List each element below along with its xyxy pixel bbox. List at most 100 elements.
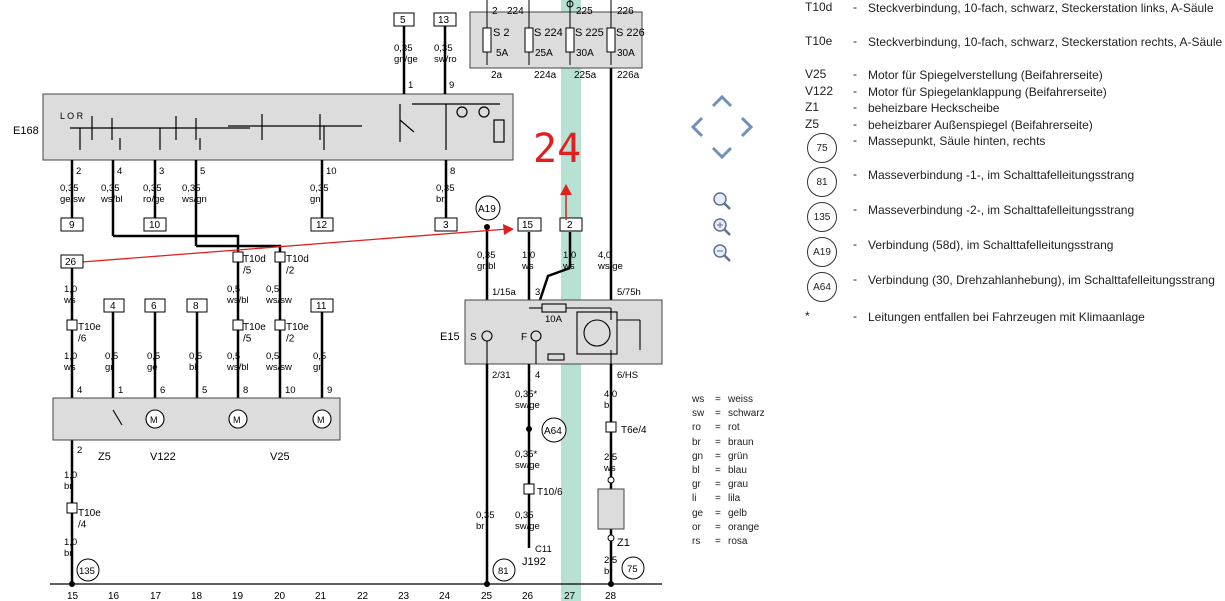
box-5-text: 5	[400, 15, 406, 26]
color-code: or	[692, 521, 701, 533]
pin-5: 5	[200, 166, 205, 177]
color-equals: =	[715, 507, 721, 519]
a64-text: A64	[544, 426, 562, 437]
legend-dash: -	[853, 84, 857, 98]
color-code: bl	[692, 464, 700, 476]
pin-m5: 5	[202, 385, 207, 396]
j192-label: J192	[522, 556, 546, 568]
legend-ground-symbol: 81	[807, 167, 837, 197]
legend-code: V122	[805, 84, 834, 98]
wire-a64b-label: 0,35*sw/ge	[515, 449, 540, 471]
box-3-text: 3	[443, 220, 449, 231]
legend-text: Steckverbindung, 10-fach, schwarz, Steck…	[868, 1, 1214, 15]
legend-text: Leitungen entfallen bei Fahrzeugen mit K…	[868, 310, 1145, 324]
col-16: 16	[108, 591, 120, 601]
zoom-in-icon[interactable]	[713, 218, 731, 236]
pan-left-icon[interactable]	[690, 116, 704, 138]
fuse-2-top: 224	[507, 6, 524, 17]
color-code: ge	[692, 507, 704, 519]
color-equals: =	[715, 479, 721, 491]
fuse-10a: 10A	[545, 314, 563, 325]
mirror-internals	[112, 409, 332, 429]
zoom-out-icon[interactable]	[713, 244, 731, 262]
col-22: 22	[357, 591, 369, 601]
color-equals: =	[715, 464, 721, 476]
legend-dash: -	[853, 0, 857, 14]
a19-node	[475, 195, 501, 221]
magnifier-icon[interactable]	[713, 192, 731, 210]
pin-5-75h: 5/75h	[617, 287, 641, 298]
pin-2: 2	[76, 166, 81, 177]
box-13-text: 13	[438, 15, 450, 26]
conn-t10-6: T10/6	[537, 487, 563, 498]
pin-9: 9	[449, 80, 454, 91]
e15-label: E15	[440, 331, 460, 343]
conn-t10e-5: T10e/5	[243, 322, 266, 345]
legend-text: Masseverbindung -1-, im Schalttafelleitu…	[868, 168, 1135, 182]
a19-text: A19	[478, 204, 496, 215]
col-26: 26	[522, 591, 534, 601]
box-11	[310, 298, 334, 313]
legend-ground-symbol: 75	[807, 133, 837, 163]
bottom-number-row: 15 16 17 18 19 20 21 22 23 24 25 26 27 2…	[67, 591, 617, 601]
box-10-text: 10	[149, 220, 161, 231]
col-15: 15	[67, 591, 79, 601]
col-23: 23	[398, 591, 410, 601]
col-19: 19	[232, 591, 244, 601]
box-8-text: 8	[193, 301, 199, 312]
ground-75	[621, 556, 645, 580]
color-code: ws	[692, 394, 705, 405]
legend-code: Z1	[805, 100, 820, 114]
z5-label: Z5	[98, 451, 111, 463]
fuse-3-bottom: 225a	[574, 70, 597, 81]
color-equals: =	[715, 394, 721, 405]
pan-down-icon[interactable]	[711, 146, 733, 160]
pin-2-31: 2/31	[492, 370, 511, 381]
pan-right-icon[interactable]	[740, 116, 754, 138]
conn-t6e-4: T6e/4	[621, 425, 647, 436]
a64-node	[541, 417, 567, 443]
color-name: schwarz	[728, 408, 765, 420]
fuse-2-bottom: 224a	[534, 70, 557, 81]
e15-panel	[464, 299, 663, 365]
legend-ground-symbol: A19	[807, 237, 837, 267]
col-21: 21	[315, 591, 327, 601]
fuse-4-top: 226	[617, 6, 634, 17]
box-6	[144, 298, 166, 313]
box-9-text: 9	[69, 220, 75, 231]
legend-dash: -	[853, 167, 857, 181]
box-4	[103, 298, 125, 313]
e168-label: E168	[13, 125, 39, 137]
conn-t10d-5: T10d/5	[243, 254, 266, 277]
legend-text: beheizbarer Außenspiegel (Beifahrerseite…	[868, 118, 1093, 132]
legend-text: Massepunkt, Säule hinten, rechts	[868, 134, 1046, 148]
color-name: grau	[728, 479, 749, 491]
box-15	[517, 217, 542, 232]
pan-up-icon[interactable]	[711, 94, 733, 108]
fuse-3-amp: 30A	[576, 48, 594, 59]
conn-t10d-2: T10d/2	[286, 254, 309, 277]
color-code: sw	[692, 408, 705, 420]
box-26-text: 26	[65, 257, 77, 268]
legend-text: Motor für Spiegelanklappung (Beifahrerse…	[868, 85, 1107, 99]
pin-m2: 2	[77, 445, 82, 456]
e168-panel	[42, 93, 514, 161]
col-18: 18	[191, 591, 203, 601]
pin-8: 8	[450, 166, 455, 177]
legend-dash: -	[853, 117, 857, 131]
pin-m4: 4	[77, 385, 82, 396]
viewer-controls-svg	[690, 94, 754, 262]
conn-t10e-4: T10e/4	[78, 508, 101, 531]
legend-dash: -	[853, 272, 857, 286]
legend-ground-symbol: A64	[807, 272, 837, 302]
